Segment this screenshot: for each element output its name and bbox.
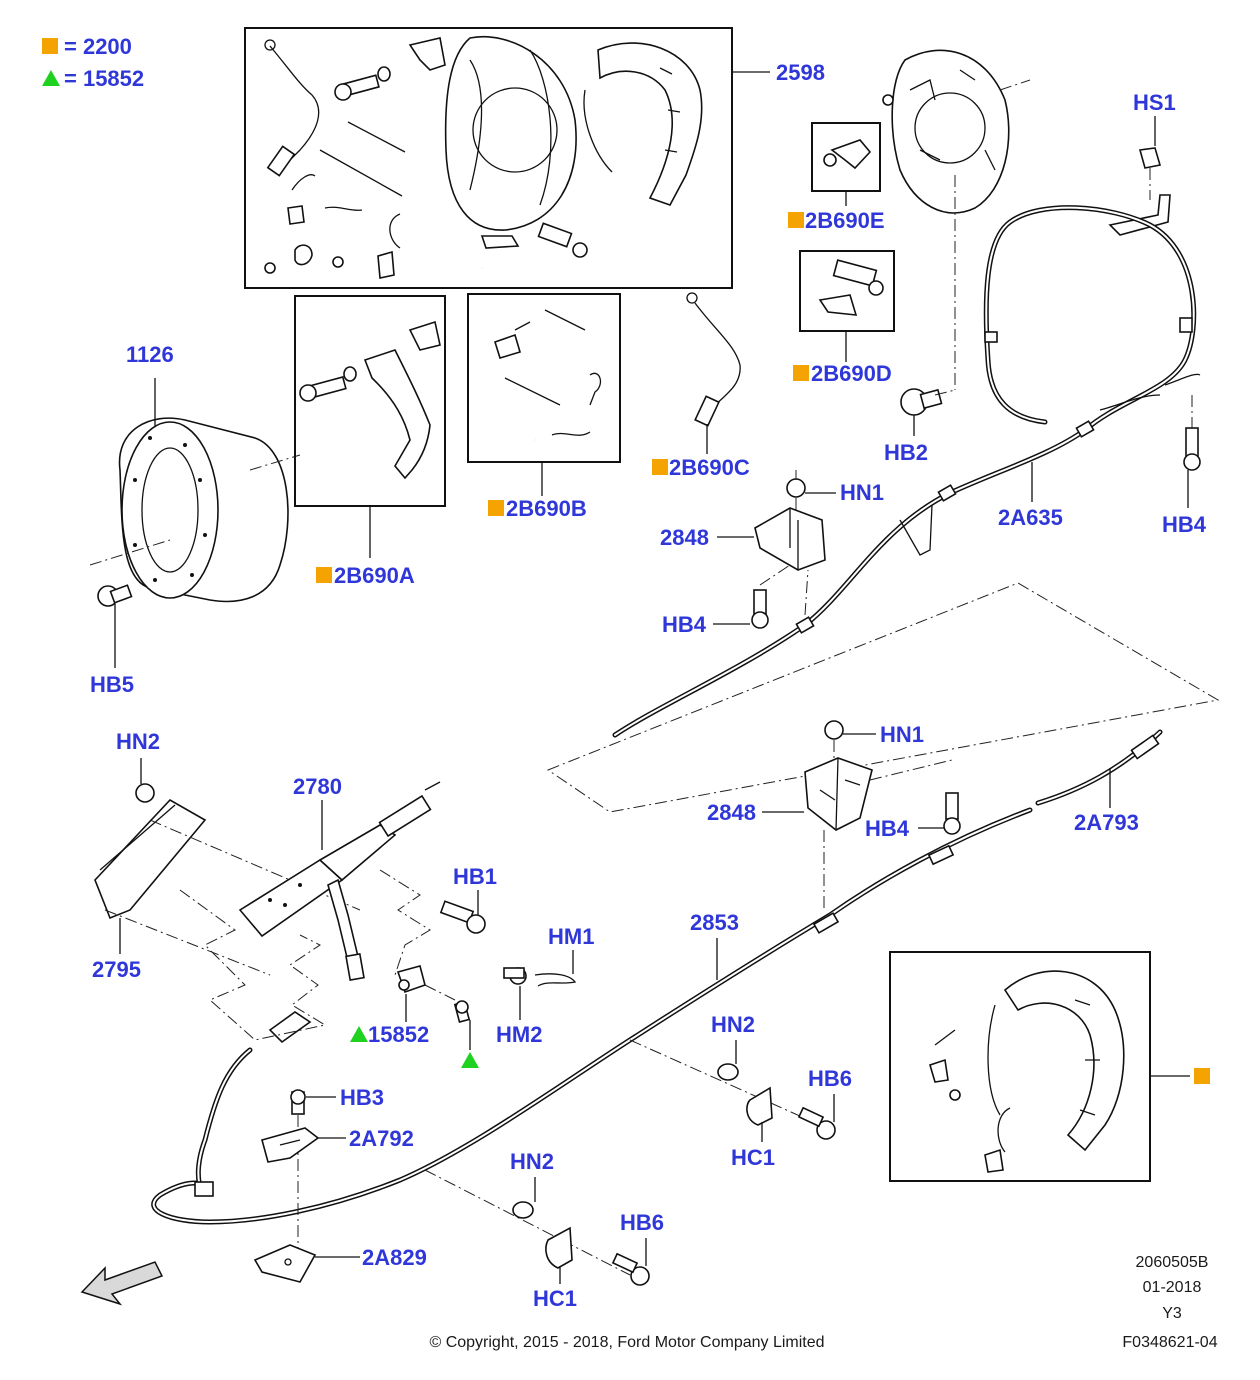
label-HN2-right: HN2 [711,1012,755,1037]
triangle-marker-icon [461,1052,479,1068]
legend-square-text: = 2200 [64,34,132,59]
kit-box-2B690B [467,293,621,463]
label-2B690D: 2B690D [811,361,892,386]
dashed-reference-outline [546,582,1220,813]
clip-HS1 [1108,147,1171,236]
kit-box-shoes [889,951,1151,1182]
label-HM2: HM2 [496,1022,542,1047]
label-HB2: HB2 [884,440,928,465]
label-2848-upper: 2848 [660,525,709,550]
label-1126: 1126 [126,342,174,367]
label-2A829: 2A829 [362,1245,427,1270]
label-HB4-upper: HB4 [662,612,707,637]
label-2B690A: 2B690A [334,563,415,588]
backing-plate-assembly [882,49,1031,416]
label-HB1: HB1 [453,864,497,889]
drawing-date: 01-2018 [1143,1279,1202,1296]
footer: © Copyright, 2015 - 2018, Ford Motor Com… [429,1254,1217,1351]
square-marker-icon [316,567,332,583]
figure-id: F0348621-04 [1122,1334,1217,1351]
label-HN2-left: HN2 [116,729,160,754]
triangle-marker-icon [350,1026,368,1042]
kit-box-2B690A [294,295,446,507]
label-HB3: HB3 [340,1085,384,1110]
label-HN2-bottom: HN2 [510,1149,554,1174]
legend: = 2200 = 15852 [42,34,144,91]
square-marker-icon [1194,1068,1210,1084]
clip-group-right [629,1039,836,1140]
drawing-revision: Y3 [1162,1305,1182,1322]
handbrake-lever-2780 [94,781,441,1041]
label-2B690E: 2B690E [805,208,885,233]
label-HS1: HS1 [1133,90,1176,115]
label-HB6-bottom: HB6 [620,1210,664,1235]
switch-15852 [396,965,471,1023]
label-HB4-lower: HB4 [865,816,910,841]
bolt-HB4-right [1183,395,1201,471]
square-marker-icon [488,500,504,516]
label-2795: 2795 [92,957,141,982]
label-2B690B: 2B690B [506,496,587,521]
brake-drum-1126 [89,417,301,607]
label-HN1-lower: HN1 [880,722,924,747]
label-2848-lower: 2848 [707,800,756,825]
kit-box-2B690D [799,250,895,332]
front-direction-arrow-icon [80,1261,164,1306]
kit-box-2B690E [811,122,881,192]
label-2853: 2853 [690,910,739,935]
label-2A635: 2A635 [998,505,1063,530]
label-HC1-right: HC1 [731,1145,775,1170]
cable-2A793 [1035,729,1163,806]
square-marker-icon [652,459,668,475]
label-HM1: HM1 [548,924,594,949]
label-2598: 2598 [776,60,825,85]
label-HC1-bottom: HC1 [533,1286,577,1311]
guide-2A792-2A829 [253,1089,320,1283]
label-2780: 2780 [293,774,342,799]
bracket-2848-upper [751,470,826,629]
label-HB6-right: HB6 [808,1066,852,1091]
kit-box-2598 [244,27,733,289]
legend-triangle-text: = 15852 [64,66,144,91]
cable-2A635 [612,205,1201,738]
label-HB5: HB5 [90,672,134,697]
label-15852: 15852 [368,1022,429,1047]
cable-2B690C [686,292,741,427]
label-2B690C: 2B690C [669,455,750,480]
nut-HN2-icon [135,783,155,803]
label-2A793: 2A793 [1074,810,1139,835]
legend-triangle-icon [42,70,60,86]
pin-HM2-clip-HM1 [503,967,577,987]
cable-2853 [151,807,1033,1225]
clip-group-bottom [424,1169,650,1286]
label-HN1-upper: HN1 [840,480,884,505]
square-marker-icon [788,212,804,228]
legend-square-icon [42,38,58,54]
drawing-code: 2060505B [1136,1254,1209,1271]
label-HB4-right: HB4 [1162,512,1207,537]
bracket-2848-lower [804,720,961,912]
label-2A792: 2A792 [349,1126,414,1151]
copyright-text: © Copyright, 2015 - 2018, Ford Motor Com… [429,1334,824,1351]
square-marker-icon [793,365,809,381]
bolt-HB1 [439,900,486,934]
